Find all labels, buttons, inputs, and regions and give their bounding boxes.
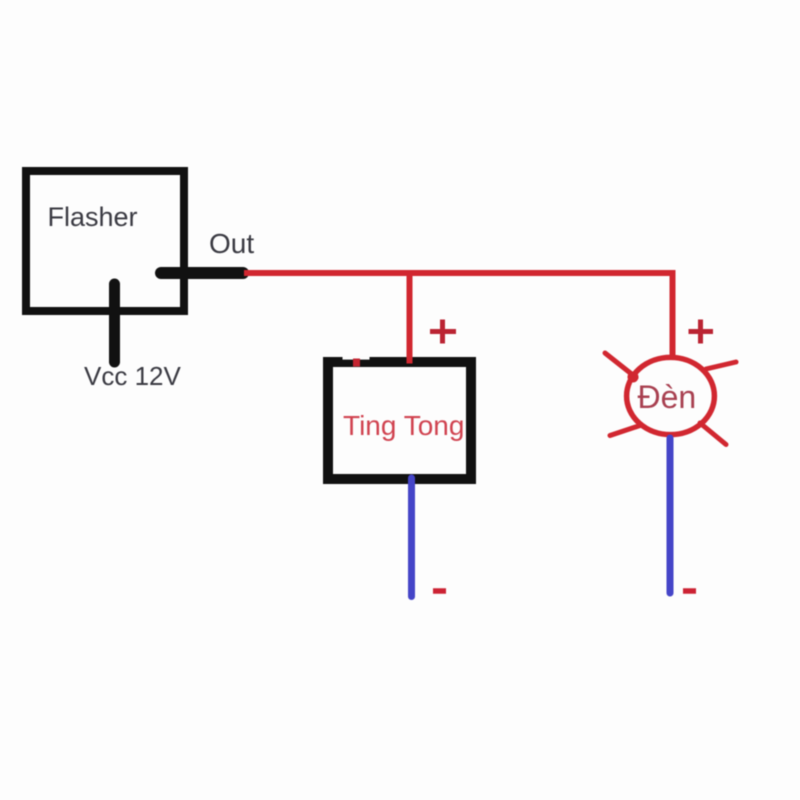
svg-text:Đèn: Đèn [638, 379, 697, 415]
svg-text:Ting Tong: Ting Tong [343, 410, 464, 441]
svg-text:Flasher: Flasher [48, 202, 138, 232]
svg-text:Vcc 12V: Vcc 12V [84, 361, 181, 391]
svg-text:Out: Out [209, 228, 254, 259]
